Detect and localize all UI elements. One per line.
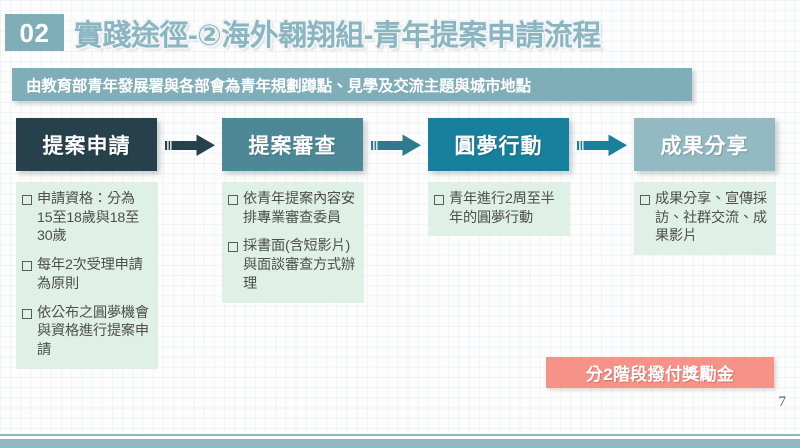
flow-step-1[interactable]: 提案申請 <box>16 118 157 171</box>
list-item-text: 採書面(含短影片)與面談審查方式辦理 <box>243 238 355 292</box>
flow-step-3-label: 圓夢行動 <box>454 134 543 158</box>
flow-step-3[interactable]: 圓夢行動 <box>428 118 569 171</box>
list-item-text: 依公布之圓夢機會與資格進行提案申請 <box>37 304 149 359</box>
detail-panel-action: 青年進行2周至半年的圓夢行動 <box>428 182 570 237</box>
flow-step-4-label: 成果分享 <box>660 134 749 158</box>
flow-step-1-label: 提案申請 <box>42 134 131 158</box>
detail-panel-review: 依青年提案內容安排專業審查委員 採書面(含短影片)與面談審查方式辦理 <box>222 182 364 303</box>
page-title: 實踐途徑-②海外翱翔組-青年提案申請流程 <box>74 20 601 52</box>
incentive-callout: 分2階段撥付獎勵金 <box>546 357 774 388</box>
list-item-text: 申請資格：分為15至18歲與18至30歲 <box>37 191 140 245</box>
square-bullet-icon <box>22 195 32 205</box>
list-item: 依公布之圓夢機會與資格進行提案申請 <box>22 304 150 360</box>
list-item: 依青年提案內容安排專業審查委員 <box>228 190 356 227</box>
detail-panel-application: 申請資格：分為15至18歲與18至30歲 每年2次受理申請為原則 依公布之圓夢機… <box>16 182 158 369</box>
footer-rule-gap <box>0 436 800 439</box>
arrow-right-icon-2 <box>371 133 423 157</box>
slide-number-badge: 02 <box>5 14 64 51</box>
square-bullet-icon <box>640 195 650 205</box>
incentive-callout-text: 分2階段撥付獎勵金 <box>585 365 735 384</box>
list-item: 採書面(含短影片)與面談審查方式辦理 <box>228 237 356 293</box>
flow-step-2[interactable]: 提案審查 <box>222 118 363 171</box>
list-item-text: 每年2次受理申請為原則 <box>37 257 143 292</box>
list-item: 每年2次受理申請為原則 <box>22 256 150 293</box>
flow-step-2-label: 提案審查 <box>248 134 337 158</box>
footer-rule-bottom <box>0 439 800 448</box>
page-number: 7 <box>778 394 787 410</box>
footer-rule-top <box>0 434 800 436</box>
square-bullet-icon <box>22 308 32 319</box>
square-bullet-icon <box>22 261 32 272</box>
subtitle-text: 由教育部青年發展署與各部會為青年規劃蹲點、見學及交流主題與城市地點 <box>26 77 531 95</box>
square-bullet-icon <box>228 242 238 253</box>
list-item: 申請資格：分為15至18歲與18至30歲 <box>22 190 150 246</box>
process-flow: 提案申請 提案審查 圓夢行動 <box>0 118 800 172</box>
square-bullet-icon <box>434 195 444 205</box>
arrow-right-icon-3 <box>577 133 629 157</box>
flow-step-4[interactable]: 成果分享 <box>634 118 775 171</box>
detail-panel-sharing: 成果分享、宣傳採訪、社群交流、成果影片 <box>634 182 776 256</box>
list-item-text: 青年進行2周至半年的圓夢行動 <box>449 191 555 226</box>
square-bullet-icon <box>228 195 238 205</box>
list-item: 成果分享、宣傳採訪、社群交流、成果影片 <box>640 190 768 246</box>
arrow-right-icon-1 <box>165 133 217 157</box>
list-item-text: 依青年提案內容安排專業審查委員 <box>243 191 355 226</box>
subtitle-banner: 由教育部青年發展署與各部會為青年規劃蹲點、見學及交流主題與城市地點 <box>12 68 692 101</box>
list-item-text: 成果分享、宣傳採訪、社群交流、成果影片 <box>655 191 767 245</box>
list-item: 青年進行2周至半年的圓夢行動 <box>434 190 562 227</box>
